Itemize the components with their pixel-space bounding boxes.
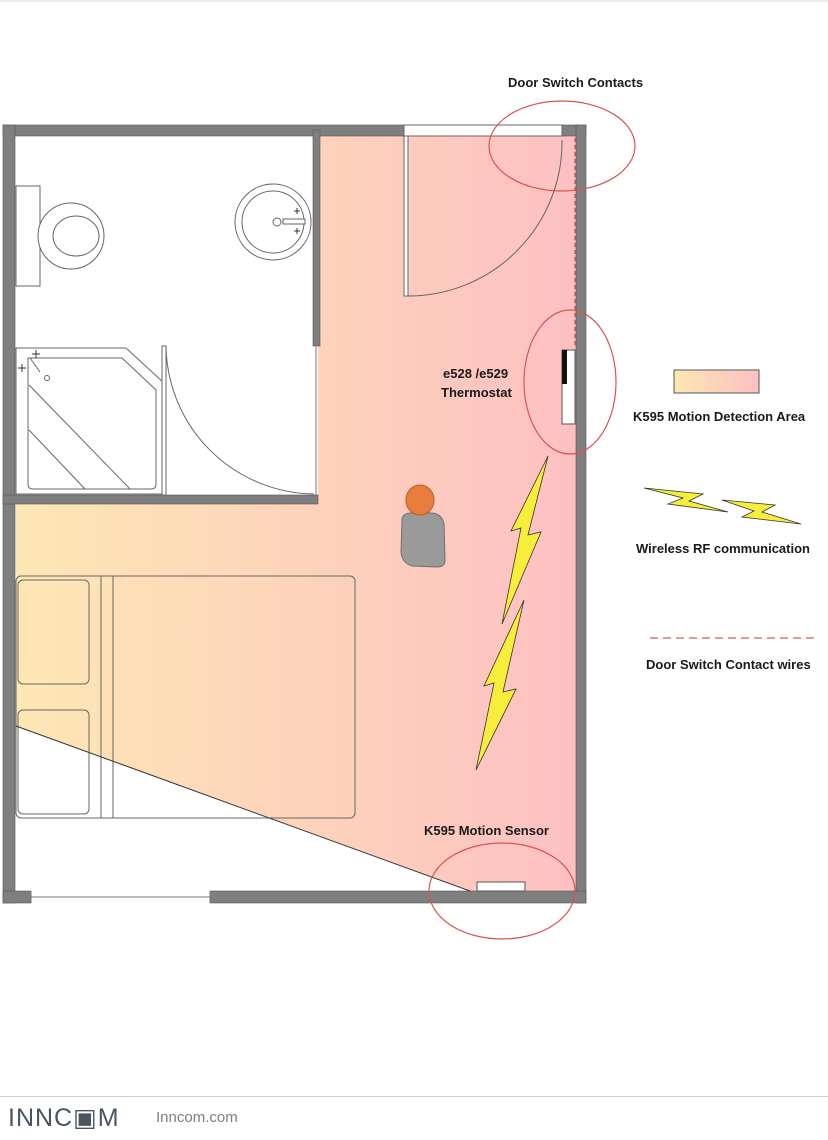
floorplan-diagram: Door Switch Contacts e528 /e529 Thermost… [0, 0, 828, 1096]
footer-site-link[interactable]: Inncom.com [156, 1109, 238, 1126]
toilet [16, 186, 104, 286]
sink [235, 184, 311, 260]
thermostat-device [562, 350, 575, 424]
bathroom-door [162, 346, 314, 495]
label-door-switch-contacts: Door Switch Contacts [508, 75, 643, 90]
label-motion-sensor: K595 Motion Sensor [424, 823, 549, 838]
legend-bolt-icon [644, 488, 801, 524]
legend-area-swatch [674, 370, 759, 393]
inncom-logo: INNC▣M [8, 1103, 120, 1133]
legend: K595 Motion Detection Area Wireless RF c… [633, 370, 818, 672]
legend-wires-label: Door Switch Contact wires [646, 657, 811, 672]
legend-area-label: K595 Motion Detection Area [633, 409, 806, 424]
page-footer: INNC▣M Inncom.com [0, 1096, 828, 1140]
label-thermostat-line1: e528 /e529 [443, 366, 508, 381]
motion-sensor-device [477, 882, 525, 891]
legend-wireless-label: Wireless RF communication [636, 541, 810, 556]
label-thermostat-line2: Thermostat [441, 385, 512, 400]
shower [16, 348, 164, 494]
